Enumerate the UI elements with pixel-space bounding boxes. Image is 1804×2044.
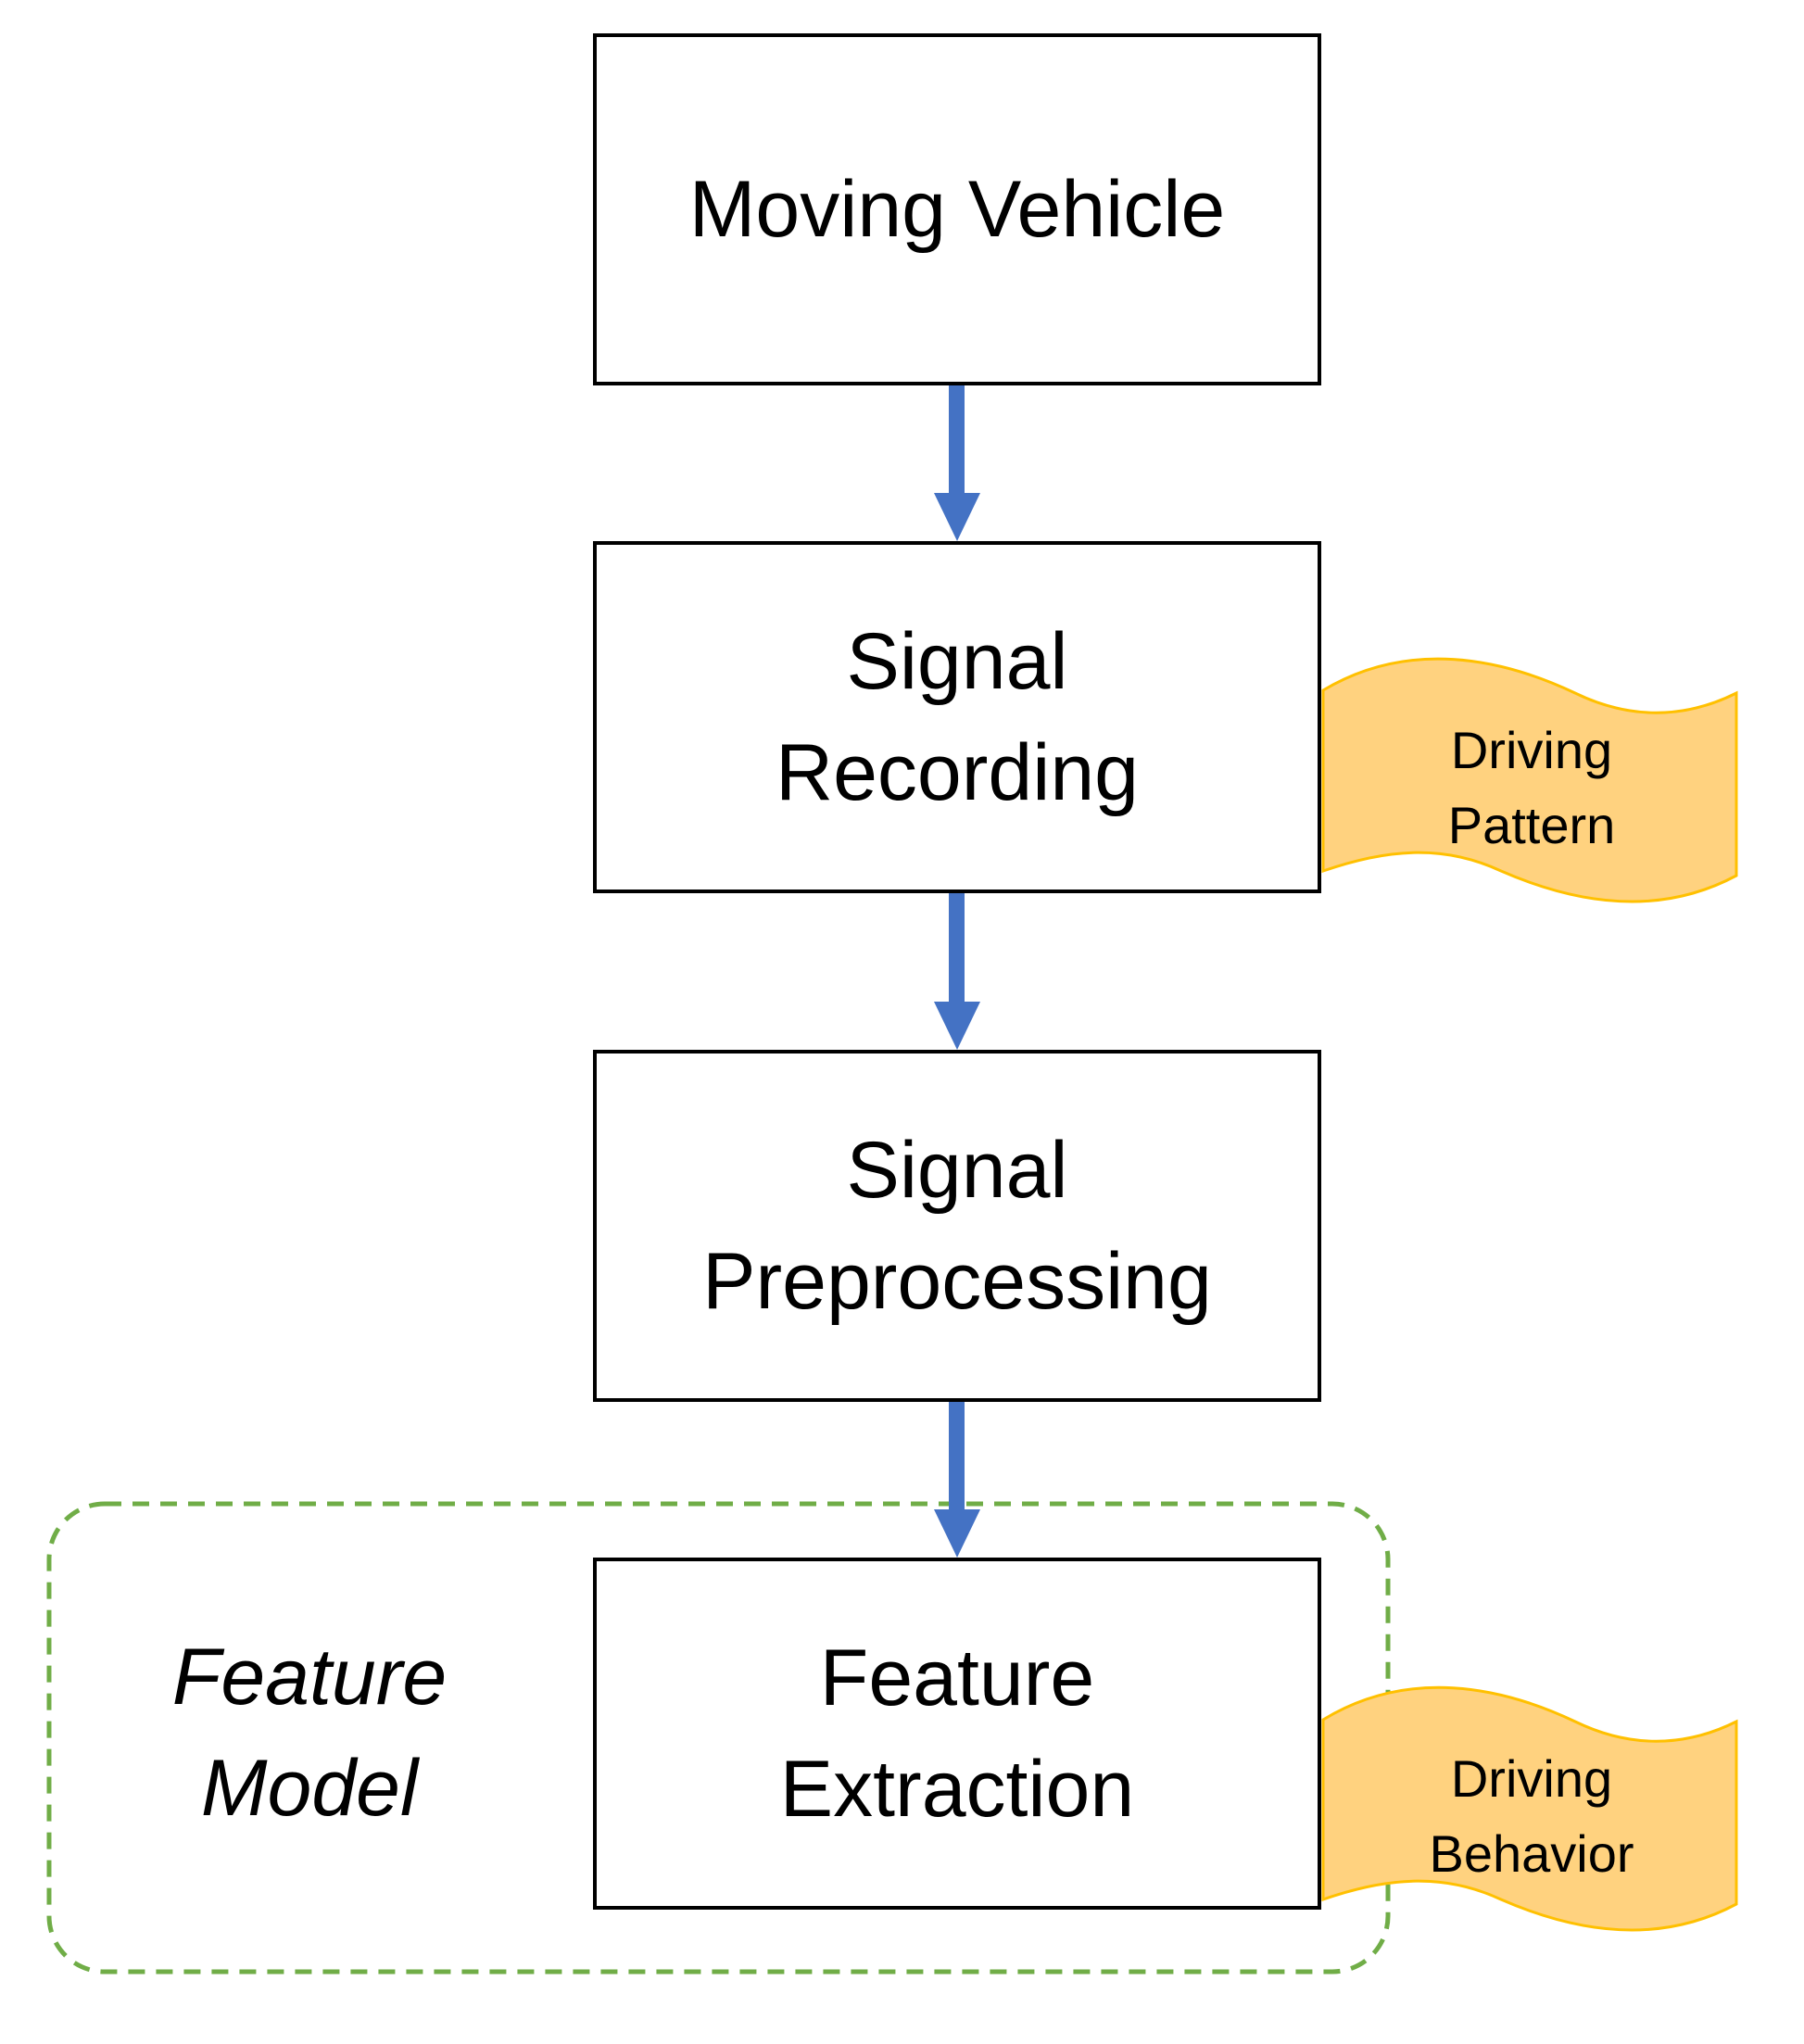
arrow-signal-preprocessing-to-feature-extraction [934,1402,980,1558]
driving-behavior-banner: Driving Behavior [1325,1733,1738,1899]
moving-vehicle-box: Moving Vehicle [593,33,1321,385]
signal-recording-label: Signal Recording [776,616,1139,817]
driving-pattern-banner-shape [1321,657,1738,903]
driving-behavior-label: Driving Behavior [1429,1748,1634,1883]
driving-behavior-banner-shape [1321,1685,1738,1932]
feature-extraction-box: Feature Extraction [593,1558,1321,1910]
signal-recording-box: Signal Recording [593,541,1321,893]
feature-extraction-label: Feature Extraction [779,1633,1135,1834]
driving-pattern-label: Driving Pattern [1447,720,1616,854]
signal-preprocessing-box: Signal Preprocessing [593,1050,1321,1402]
arrow-moving-vehicle-to-signal-recording [934,385,980,541]
signal-preprocessing-label: Signal Preprocessing [702,1125,1212,1326]
arrow-signal-recording-to-signal-preprocessing [934,893,980,1050]
feature-model-group-border [46,1501,1391,1975]
moving-vehicle-label: Moving Vehicle [688,164,1226,254]
feature-model-text: Feature Model [171,1632,448,1833]
driving-pattern-banner: Driving Pattern [1325,704,1738,871]
feature-model-label: Feature Model [104,1557,515,1909]
